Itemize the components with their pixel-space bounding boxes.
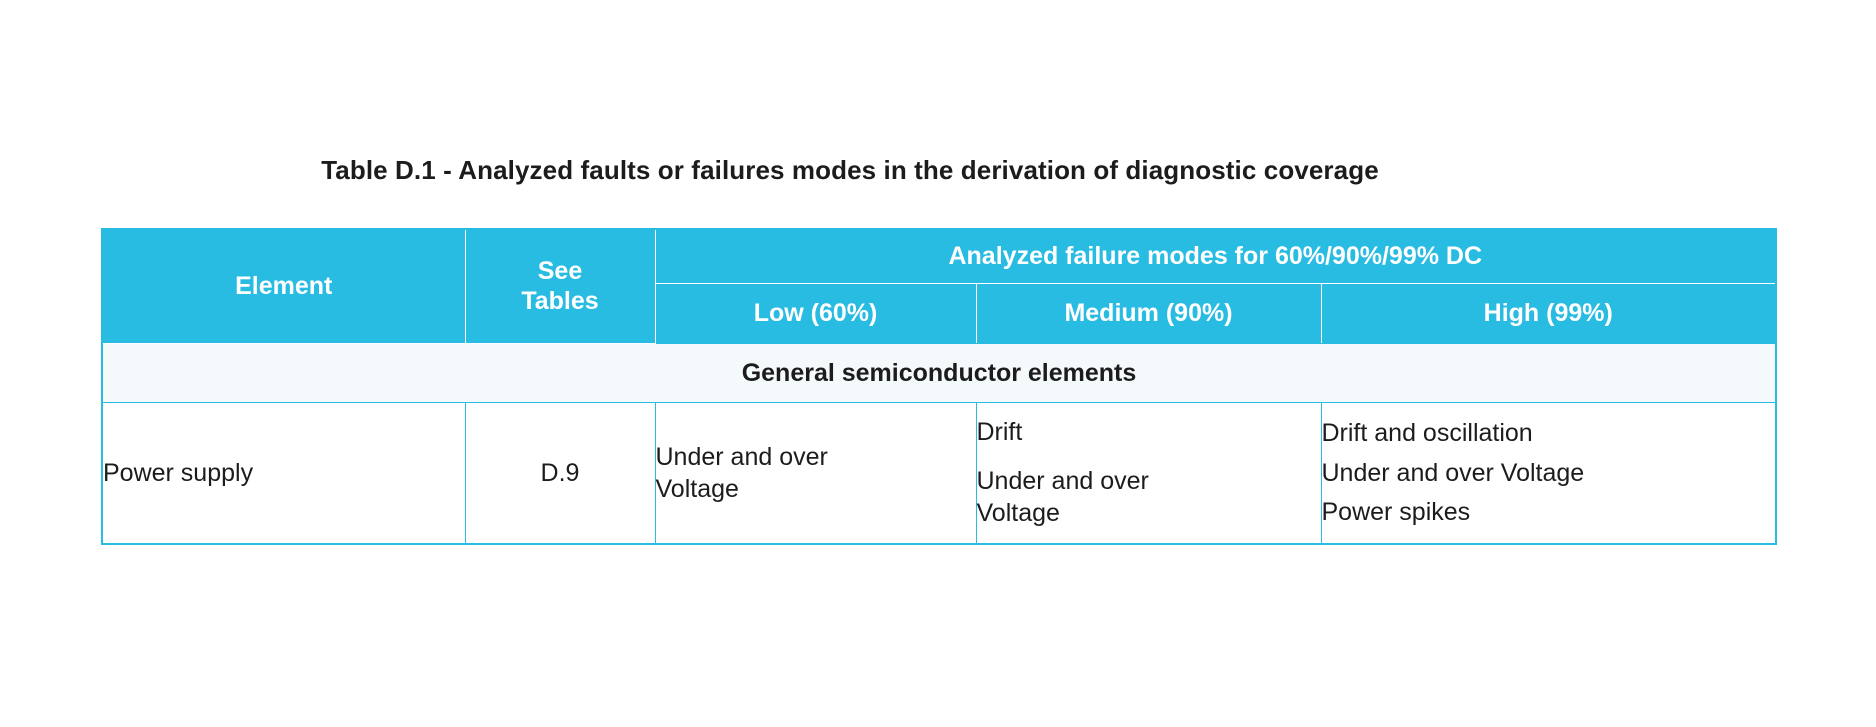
- column-header-group-label: Analyzed failure modes for 60%/90%/99% D…: [948, 241, 1483, 270]
- column-header-element: Element: [101, 228, 466, 344]
- cell-low-item-line-2: Voltage: [655, 475, 739, 503]
- cell-high-item-1: Drift and oscillation: [1321, 419, 1533, 448]
- column-header-medium: Medium (90%): [975, 282, 1322, 345]
- cell-low: Under and over Voltage: [654, 402, 977, 545]
- table-header: Element See Tables Analyzed failure mode…: [101, 228, 1777, 345]
- header-row-sub: Low (60%) Medium (90%) High (99%): [102, 282, 1777, 345]
- cell-medium-item-2-line-2: Voltage: [976, 499, 1060, 528]
- column-header-medium-label: Medium (90%): [1064, 298, 1233, 327]
- cell-medium-item-1: Drift: [976, 418, 1023, 447]
- see-tables-line-1: See: [537, 257, 583, 285]
- cell-medium-item-2-line-1: Under and over: [976, 466, 1149, 495]
- column-header-high: High (99%): [1320, 282, 1777, 345]
- section-row: General semiconductor elements: [101, 343, 1777, 403]
- diagnostic-coverage-table: Element See Tables Analyzed failure mode…: [101, 228, 1778, 545]
- cell-high: Drift and oscillation Under and over Vol…: [1320, 402, 1777, 545]
- column-header-high-label: High (99%): [1483, 298, 1613, 327]
- header-row-top: Element See Tables Analyzed failure mode…: [101, 228, 1777, 344]
- page-title: Table D.1 - Analyzed faults or failures …: [321, 155, 1379, 185]
- column-header-element-label: Element: [235, 271, 333, 300]
- cell-low-item-line-1: Under and over: [655, 442, 828, 471]
- cell-low-item: Under and over Voltage: [656, 441, 976, 506]
- cell-medium: Drift Under and over Voltage: [975, 402, 1322, 545]
- cell-high-item-2: Under and over Voltage: [1321, 458, 1585, 487]
- section-row-label: General semiconductor elements: [101, 343, 1777, 403]
- see-tables-line-2: Tables: [521, 286, 599, 315]
- cell-high-item-3: Power spikes: [1321, 498, 1471, 527]
- cell-medium-item-2: Under and over Voltage: [977, 465, 1321, 530]
- table-row: Power supply D.9 Under and over Voltage …: [101, 402, 1777, 545]
- table-body: General semiconductor elements Power sup…: [101, 343, 1777, 545]
- column-header-see-tables: See Tables: [464, 228, 656, 344]
- cell-see-tables: D.9: [464, 402, 656, 545]
- column-header-low: Low (60%): [654, 282, 977, 345]
- column-header-low-label: Low (60%): [753, 298, 878, 327]
- column-header-see-tables-label: See Tables: [466, 253, 655, 320]
- column-header-group-analyzed-failure-modes: Analyzed failure modes for 60%/90%/99% D…: [654, 228, 1777, 284]
- cell-element: Power supply: [101, 402, 466, 545]
- table-container: Element See Tables Analyzed failure mode…: [101, 228, 1778, 545]
